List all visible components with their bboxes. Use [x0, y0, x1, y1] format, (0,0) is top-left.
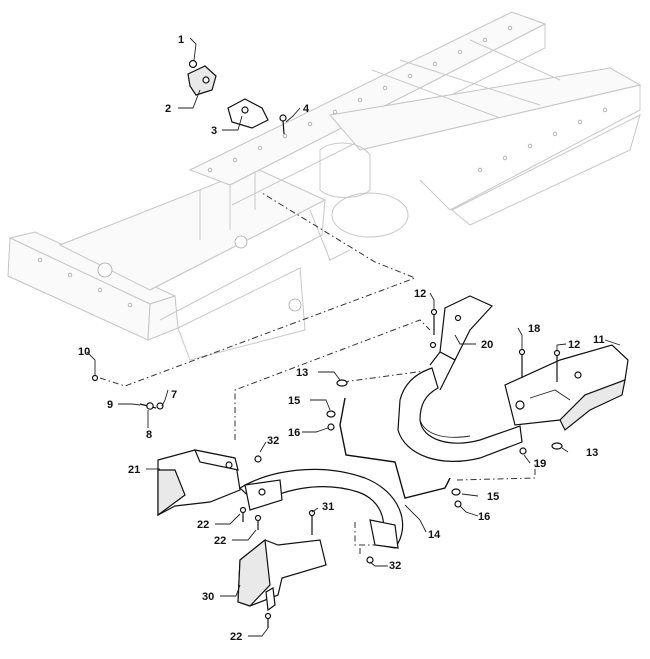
callout-10: 10: [78, 346, 90, 358]
callout-8: 8: [146, 429, 152, 441]
callout-30: 30: [202, 591, 214, 603]
part-14-rod: [339, 397, 451, 499]
callout-7: 7: [171, 389, 177, 401]
callout-22b: 22: [214, 535, 226, 547]
callout-labels: 1 2 3 4 7 8 9 10 11 12 12 13 13 14 15 15…: [78, 34, 605, 643]
part-15-washer: [326, 410, 336, 418]
callout-12b: 12: [568, 339, 580, 351]
callout-12a: 12: [414, 288, 426, 300]
callout-13b: 13: [586, 447, 598, 459]
callout-16b: 16: [478, 511, 490, 523]
part-11-right-guard: [504, 344, 629, 431]
part-19-nut: [519, 447, 527, 455]
callout-14: 14: [428, 529, 441, 541]
callout-leaders: [86, 37, 621, 637]
part-2-clip: [187, 65, 217, 96]
assembly-lines: [99, 192, 536, 555]
part-16-nut: [327, 423, 335, 431]
part-21-left-guard: [157, 449, 241, 517]
callout-16a: 16: [288, 427, 300, 439]
part-7-washer: [156, 402, 164, 410]
callout-15b: 15: [487, 491, 499, 503]
callout-32b: 32: [389, 560, 401, 572]
chassis-frame: [7, 11, 642, 361]
part-10-nut: [91, 374, 99, 382]
left-small-parts: [91, 374, 164, 410]
top-bracket-assembly: [187, 59, 287, 135]
callout-1: 1: [178, 34, 184, 46]
part-32-nut: [254, 455, 262, 463]
part-3-bracket: [227, 98, 269, 129]
part-20-belt-guard: [397, 295, 523, 462]
callout-32a: 32: [267, 435, 279, 447]
callout-3: 3: [211, 125, 217, 137]
callout-2: 2: [165, 103, 171, 115]
callout-13a: 13: [296, 367, 308, 379]
callout-22c: 22: [230, 631, 242, 643]
part-30-lower-bracket: [237, 538, 327, 612]
callout-11: 11: [593, 334, 605, 346]
right-fasteners: [326, 308, 563, 508]
callout-9: 9: [107, 399, 113, 411]
lower-fasteners: [239, 455, 374, 628]
callout-15a: 15: [288, 395, 300, 407]
callout-21: 21: [128, 464, 140, 476]
part-1-bolt: [188, 59, 198, 69]
callout-31: 31: [322, 501, 334, 513]
callout-20: 20: [481, 339, 493, 351]
callout-22a: 22: [197, 519, 209, 531]
part-8-washer: [146, 402, 154, 410]
callout-19: 19: [534, 458, 546, 470]
callout-18: 18: [528, 323, 540, 335]
curved-shield: [239, 468, 404, 549]
callout-4: 4: [303, 103, 310, 115]
part-4-screw: [282, 119, 285, 135]
part-13-washer: [336, 379, 348, 387]
